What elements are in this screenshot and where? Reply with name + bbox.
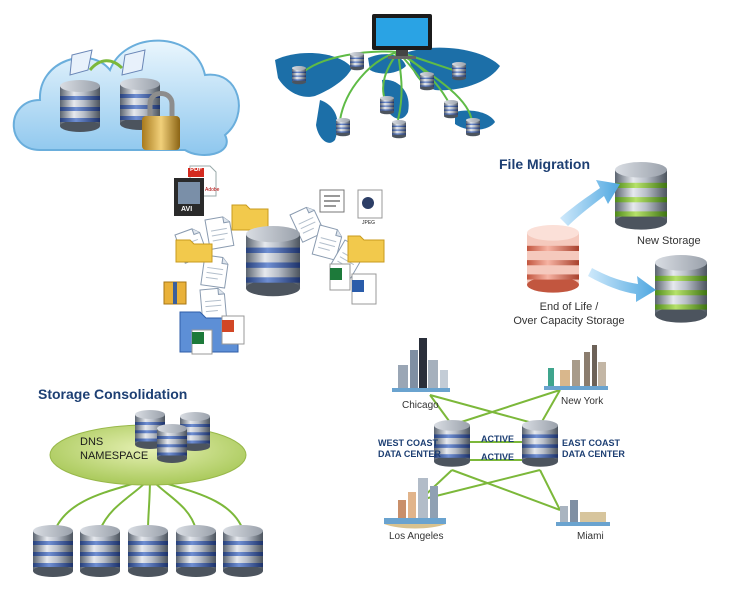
text-document-icon: [319, 189, 345, 213]
namespace-links: [54, 477, 244, 531]
old-storage-label: End of Life / Over Capacity Storage: [510, 301, 628, 327]
east-coast-label-line2: DATA CENTER: [562, 449, 625, 459]
cloud-database-icon: [60, 80, 100, 132]
word-file-icon: [351, 273, 377, 305]
file-storage-illustration: [163, 165, 385, 355]
zip-archive-icon: [163, 281, 187, 305]
west-coast-label-line1: WEST COAST: [378, 438, 438, 448]
adobe-label: Adobe: [205, 187, 220, 193]
monitor-icon: [372, 14, 432, 59]
replication-illustration: [384, 338, 610, 529]
sync-arrow-icon: [88, 59, 124, 72]
replication-links: [419, 389, 561, 511]
new-storage-database-icon: [615, 162, 667, 230]
storage-node-database-icon: [128, 525, 168, 577]
west-coast-data-center-label: WEST COAST DATA CENTER: [378, 438, 441, 460]
folder-icon: [121, 49, 146, 76]
migration-arrow-icon: [560, 180, 620, 226]
folder-icon: [347, 235, 385, 263]
folder-icon: [175, 239, 213, 263]
excel-file-icon: [191, 329, 213, 355]
east-coast-data-center-label: EAST COAST DATA CENTER: [562, 438, 625, 460]
cloud-storage-illustration: [12, 39, 240, 156]
dns-namespace-label-line1: DNS: [80, 436, 104, 448]
city-label-chicago: Chicago: [402, 400, 439, 411]
folder-icon: [69, 49, 93, 76]
new-storage-label: New Storage: [637, 235, 701, 247]
file-migration-title: File Migration: [499, 156, 590, 172]
world-map-illustration: [275, 14, 500, 143]
new-storage-database-icon: [655, 255, 707, 323]
new-york-skyline-icon: [544, 345, 608, 390]
pdf-file-label: PDF: [190, 167, 202, 173]
avi-file-icon: [174, 178, 204, 216]
avi-file-label: AVI: [181, 206, 193, 213]
west-coast-label-line2: DATA CENTER: [378, 449, 441, 459]
city-label-miami: Miami: [577, 531, 604, 542]
folder-icon: [231, 204, 269, 231]
jpeg-file-icon: [357, 189, 383, 219]
los-angeles-skyline-icon: [384, 478, 446, 529]
padlock-icon: [142, 91, 180, 150]
storage-consolidation-illustration: [33, 410, 263, 577]
miami-skyline-icon: [556, 500, 610, 526]
dns-namespace-label: DNS NAMESPACE: [80, 435, 148, 463]
old-storage-label-line1: End of Life /: [539, 301, 599, 313]
east-coast-database-icon: [522, 420, 558, 467]
powerpoint-file-icon: [221, 315, 245, 345]
migration-arrow-icon: [588, 268, 656, 302]
active-link-label: ACTIVE: [481, 434, 515, 444]
storage-consolidation-title: Storage Consolidation: [38, 386, 188, 402]
active-link-label: ACTIVE: [481, 452, 515, 462]
city-label-los-angeles: Los Angeles: [389, 531, 444, 542]
excel-file-icon: [329, 263, 351, 291]
jpeg-file-label: JPEG: [362, 220, 376, 226]
storage-node-database-icon: [223, 525, 263, 577]
old-storage-database-icon: [527, 225, 579, 293]
storage-node-database-icon: [80, 525, 120, 577]
file-migration-illustration: [527, 162, 707, 323]
central-database-icon: [246, 226, 300, 297]
storage-node-database-icon: [33, 525, 73, 577]
city-label-new-york: New York: [561, 396, 604, 407]
dns-namespace-label-line2: NAMESPACE: [80, 450, 149, 462]
storage-node-database-icon: [176, 525, 216, 577]
chicago-skyline-icon: [392, 338, 450, 392]
old-storage-label-line2: Over Capacity Storage: [513, 315, 625, 327]
east-coast-label-line1: EAST COAST: [562, 438, 621, 448]
